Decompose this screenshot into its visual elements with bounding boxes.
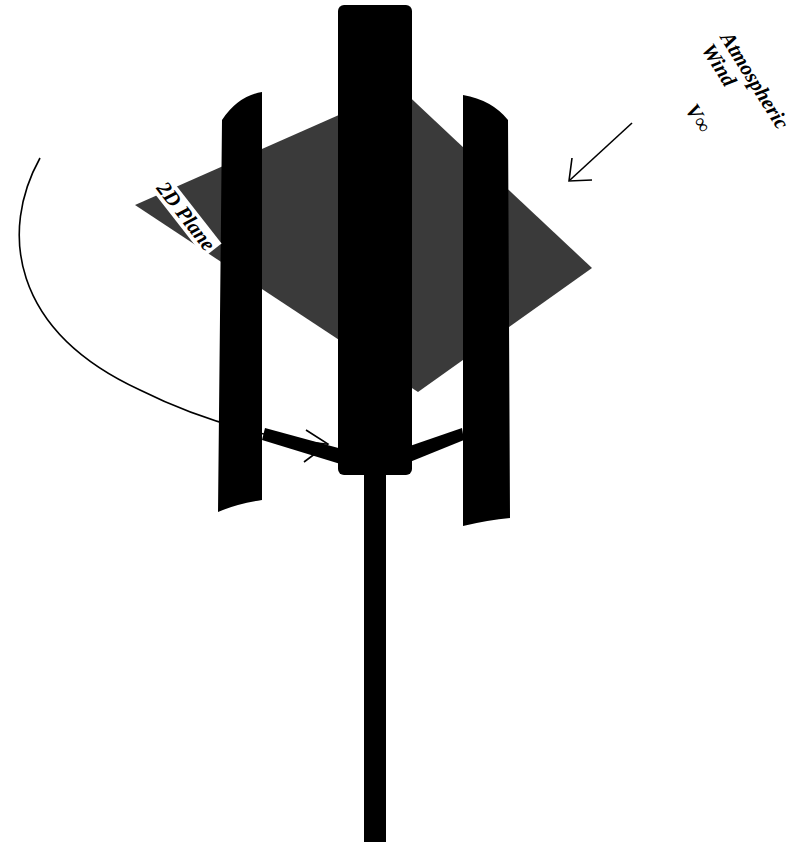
blade — [218, 92, 262, 512]
rotation-arrow — [19, 158, 326, 444]
pole — [364, 440, 386, 842]
arrow-head — [304, 430, 328, 462]
arrow-head — [569, 158, 592, 181]
label-text: V∞ — [681, 100, 715, 136]
wind-arrow — [570, 123, 632, 180]
label-text: Atmospheric Wind — [698, 28, 798, 151]
blade — [463, 95, 510, 526]
hub-cylinder — [338, 5, 412, 475]
